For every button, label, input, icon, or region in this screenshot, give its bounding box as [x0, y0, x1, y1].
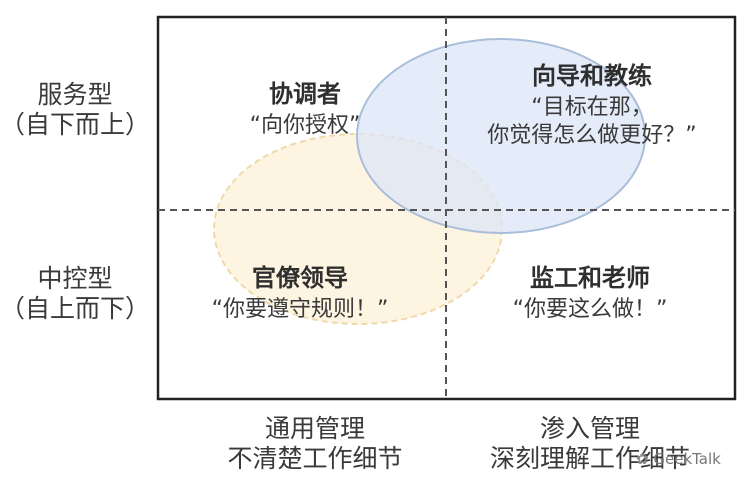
quadrant-bottom-left-title: 官僚领导 — [252, 264, 348, 292]
x-axis-right-line1: 渗入管理 — [539, 414, 640, 443]
quadrant-top-right-title: 向导和教练 — [532, 62, 652, 90]
quadrant-bottom-right-title: 监工和老师 — [530, 264, 650, 292]
x-axis-left-line2: 不清楚工作细节 — [227, 444, 403, 473]
y-axis-top-line2: （自下而上） — [0, 110, 151, 139]
quadrant-top-left-title: 协调者 — [269, 80, 341, 108]
quadrant-bottom-left-quote: “你要遵守规则！” — [211, 296, 389, 322]
y-axis-top-label: 服务型 （自下而上） — [0, 80, 150, 140]
quadrant-top-right: 向导和教练 “目标在那， 你觉得怎么做更好？” — [452, 62, 732, 150]
quadrant-bottom-right-quote: “你要这么做！” — [512, 296, 668, 322]
watermark-logo-icon: ✿ — [636, 450, 649, 468]
quadrant-top-left: 协调者 “向你授权” — [190, 80, 420, 139]
x-axis-left-label: 通用管理 不清楚工作细节 — [200, 414, 430, 474]
quadrant-top-left-quote: “向你授权” — [249, 112, 361, 138]
watermark-text: GeekTalk — [653, 450, 721, 468]
quadrant-top-right-quote-line1: “目标在那， — [531, 94, 653, 120]
y-axis-bottom-line1: 中控型 — [37, 264, 113, 293]
y-axis-bottom-label: 中控型 （自上而下） — [0, 264, 150, 324]
x-axis-left-line1: 通用管理 — [264, 414, 365, 443]
quadrant-bottom-right: 监工和老师 “你要这么做！” — [470, 264, 710, 323]
blue-ellipse — [356, 38, 646, 234]
x-axis-right-label: 渗入管理 深刻理解工作细节 — [460, 414, 720, 474]
x-axis-right-line2: 深刻理解工作细节 — [489, 444, 690, 473]
quadrant-bottom-left: 官僚领导 “你要遵守规则！” — [180, 264, 420, 323]
y-axis-top-line1: 服务型 — [37, 80, 113, 109]
y-axis-bottom-line2: （自上而下） — [0, 294, 151, 323]
quadrant-top-right-quote-line2: 你觉得怎么做更好？” — [487, 123, 697, 149]
watermark: ✿ GeekTalk — [636, 450, 721, 468]
